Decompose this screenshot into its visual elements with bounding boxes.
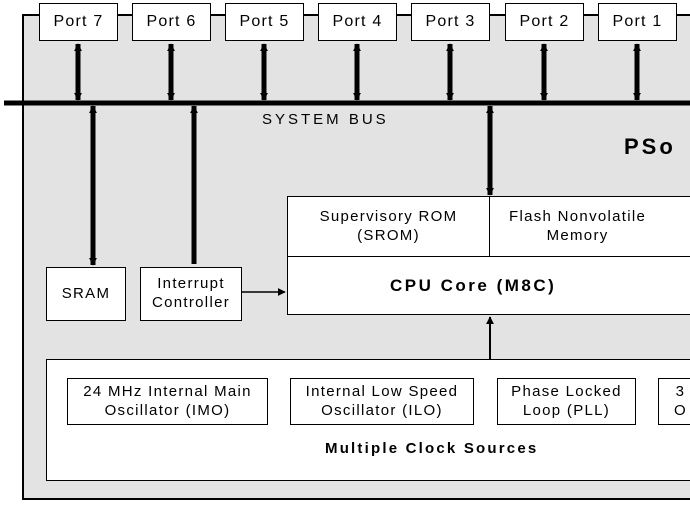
port-5-box: Port 5 — [225, 3, 304, 41]
sram-box: SRAM — [46, 267, 126, 321]
interrupt-controller-box: Interrupt Controller — [140, 267, 242, 321]
imo-box: 24 MHz Internal Main Oscillator (IMO) — [67, 378, 268, 425]
cpu-core-box: CPU Core (M8C) — [287, 256, 690, 315]
port-2-box: Port 2 — [505, 3, 584, 41]
srom-box: Supervisory ROM (SROM) — [287, 196, 490, 257]
partial-oscillator-box: 3 O — [658, 378, 690, 425]
chip-name-label: PSo — [624, 134, 676, 159]
flash-memory-box: Flash Nonvolatile Memory — [489, 196, 690, 257]
pll-box: Phase Locked Loop (PLL) — [497, 378, 636, 425]
port-6-box: Port 6 — [132, 3, 211, 41]
port-3-box: Port 3 — [411, 3, 490, 41]
port-1-box: Port 1 — [598, 3, 677, 41]
port-4-box: Port 4 — [318, 3, 397, 41]
clock-sources-label: Multiple Clock Sources — [325, 440, 539, 457]
port-7-box: Port 7 — [39, 3, 118, 41]
ilo-box: Internal Low Speed Oscillator (ILO) — [290, 378, 474, 425]
system-bus-label: SYSTEM BUS — [262, 111, 389, 128]
